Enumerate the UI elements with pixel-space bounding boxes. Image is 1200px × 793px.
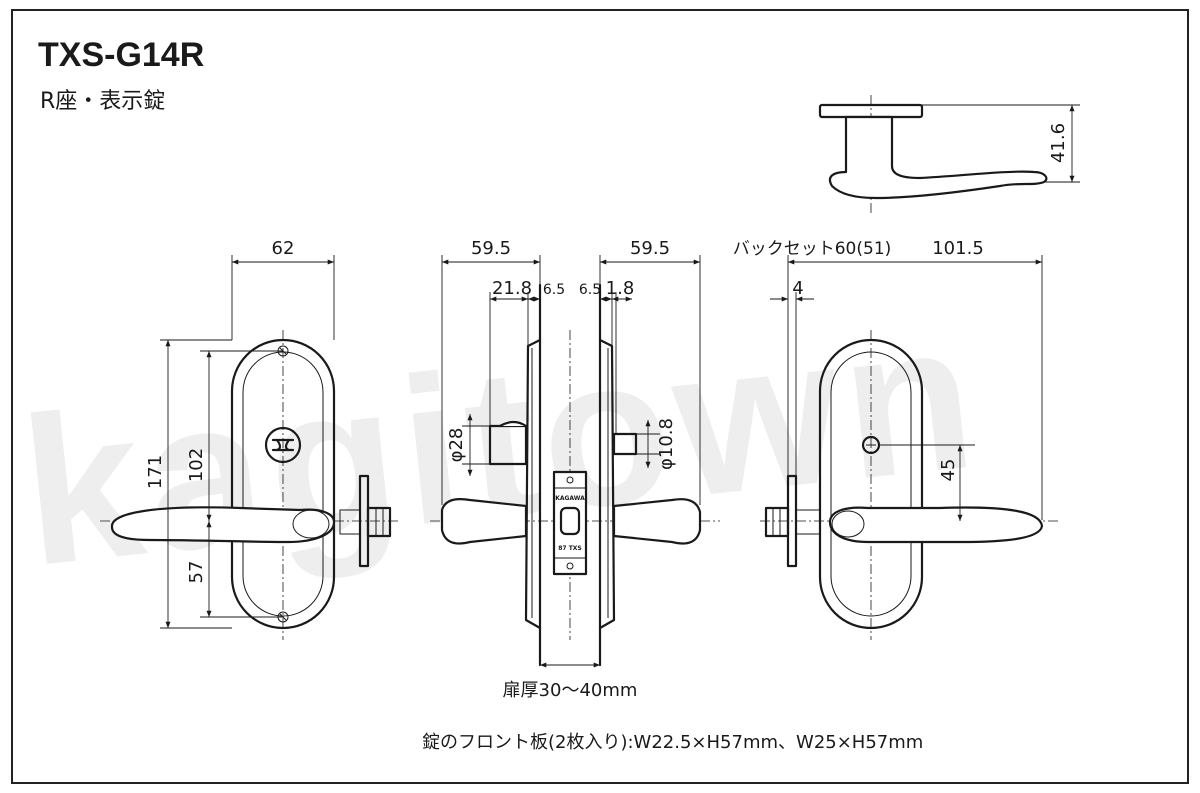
dim-overall-height: 171 <box>145 455 166 489</box>
dim-upper-height: 102 <box>186 448 207 482</box>
front-plate-note: 錠のフロント板(2枚入り):W22.5×H57mm、W25×H57mm <box>422 732 923 753</box>
dim-gap-left: 6.5 <box>543 282 565 298</box>
dim-side-width-left: 59.5 <box>471 238 511 259</box>
dim-backset: バックセット60(51) <box>733 239 892 259</box>
latch-text-top: KAGAWA <box>555 495 585 502</box>
side-view: KAGAWA 87 TXS 59.5 59.5 21.8 6.5 6.5 1.8 <box>430 238 720 701</box>
dim-plate-width: 62 <box>272 238 295 259</box>
dim-lever-length: 101.5 <box>932 238 984 259</box>
model-title: TXS-G14R <box>38 36 204 74</box>
dim-spindle-dia-right: φ10.8 <box>656 418 677 470</box>
dim-spindle-dia-left: φ28 <box>446 428 467 463</box>
dim-center-offset: 45 <box>938 459 959 482</box>
dim-inner-right: 1.8 <box>606 278 635 299</box>
dim-lower-height: 57 <box>186 561 207 584</box>
front-view: 62 171 102 57 <box>100 238 400 640</box>
dim-lever-depth: 41.6 <box>1048 123 1069 163</box>
subtitle: R座・表示錠 <box>40 89 165 114</box>
back-view: バックセット60(51) 101.5 4 45 <box>733 238 1060 640</box>
dim-gap-right: 6.5 <box>579 282 601 298</box>
dim-inner-left: 21.8 <box>492 278 532 299</box>
top-view: 41.6 <box>818 95 1080 215</box>
dim-thickness-small: 4 <box>792 278 803 299</box>
door-thickness-note: 扉厚30〜40mm <box>503 680 638 701</box>
dim-side-width-right: 59.5 <box>630 238 670 259</box>
latch-text-bottom: 87 TXS <box>558 545 581 552</box>
